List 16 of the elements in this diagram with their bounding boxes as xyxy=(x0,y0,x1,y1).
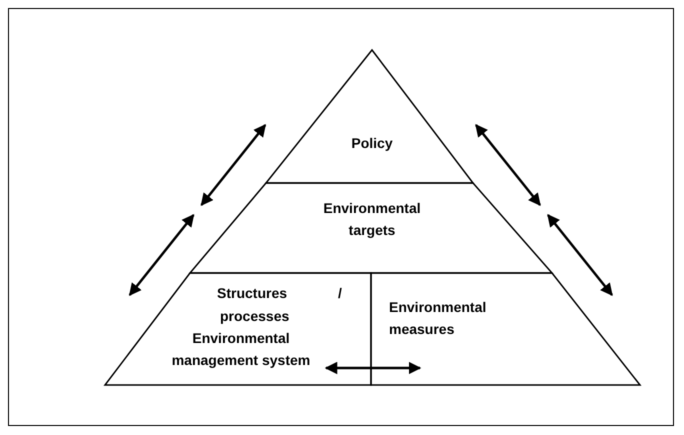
double-arrow xyxy=(128,214,194,296)
pyramid-level xyxy=(105,273,372,385)
pyramid-level xyxy=(371,273,640,385)
level-label: Environmental targets xyxy=(322,199,422,240)
double-arrow xyxy=(324,362,422,374)
pyramid-level xyxy=(266,50,473,183)
level-label: Environmental management system xyxy=(170,329,312,370)
level-label: Structures xyxy=(217,284,288,303)
level-label: Policy xyxy=(350,134,394,153)
level-label: processes xyxy=(220,307,290,326)
pyramid-level xyxy=(190,183,552,273)
level-label: Environmental measures xyxy=(389,298,488,339)
double-arrow xyxy=(475,124,541,206)
double-arrow xyxy=(200,124,266,206)
separator-text: / xyxy=(338,284,342,303)
double-arrow xyxy=(547,214,613,296)
